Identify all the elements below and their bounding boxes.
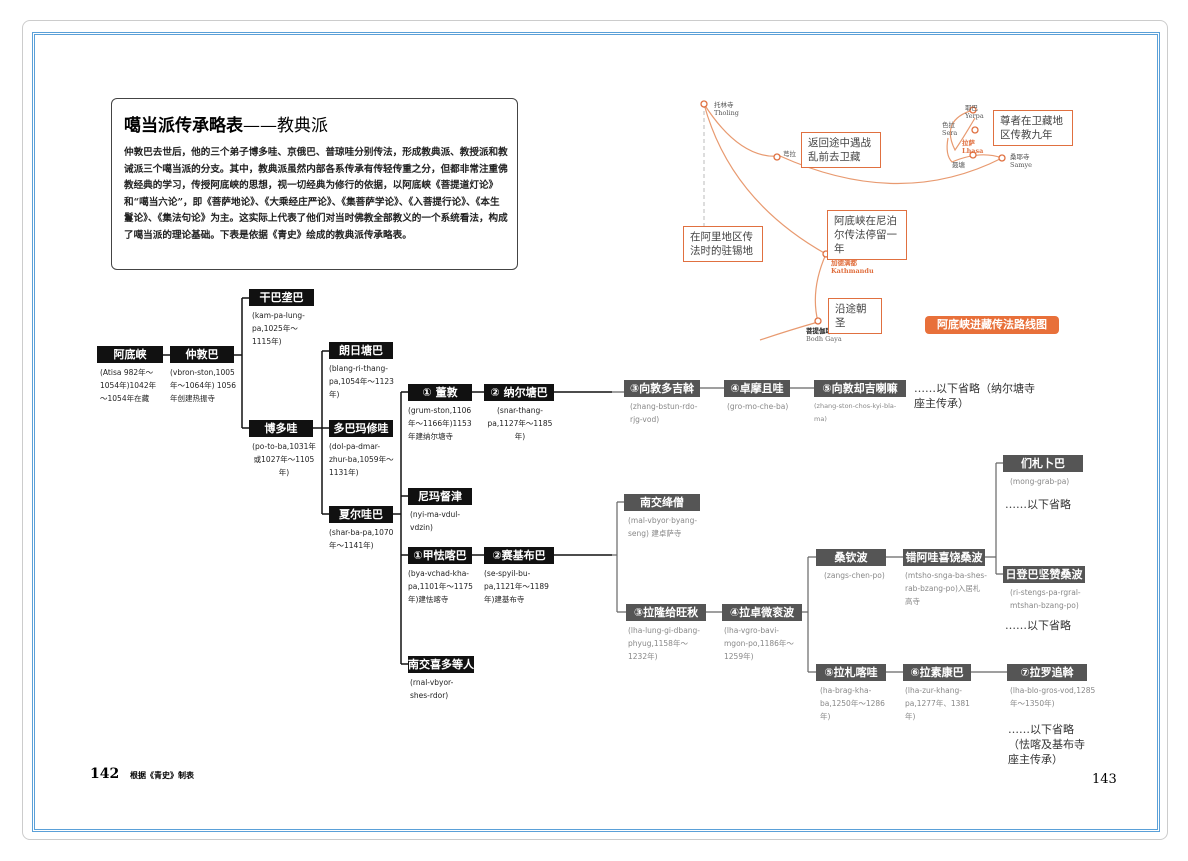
node-mongdrab: 们札卜巴 — [1003, 455, 1083, 472]
node-tshonga: 错阿哇喜饶桑波 — [903, 549, 985, 566]
page-frame — [22, 20, 1168, 840]
note-narthang: ……以下省略（纳尔塘寺座主传承） — [914, 382, 1035, 410]
page-number-left: 142 — [90, 766, 120, 782]
node-kampa: 干巴垄巴 — [249, 289, 314, 306]
node-langri: 朗日塘巴 — [329, 342, 393, 359]
node-sharwa: 夏尔哇巴 — [329, 506, 393, 523]
note-chekar: ……以下省略（怯喀及基布寺座主传承） — [1008, 723, 1085, 766]
note-omit-2: ……以下省略 — [1005, 619, 1071, 632]
node-zangchen: 桑钦波 — [816, 549, 886, 566]
node-lhagro: ④拉卓微衮波 — [722, 604, 802, 621]
info-dromton: (vbron-ston,1005年～1064年) 1056年创建热振寺 — [170, 368, 236, 403]
node-ritengpa: 日登巴坚赞桑波 — [1003, 566, 1085, 583]
node-chekawa: ①甲怯喀巴 — [408, 547, 472, 564]
info-lhazur: (lha-zur-khang-pa,1277年、1381年) — [905, 686, 970, 721]
place-kyerong: 芎拉 — [783, 150, 796, 158]
info-potoba: (po-to-ba,1031年或1027年～1105年) — [252, 442, 316, 477]
node-lhazur: ⑥拉素康巴 — [903, 664, 971, 681]
intro-title: 噶当派传承略表——教典派 — [124, 116, 328, 136]
info-narthang: (snar-thang-pa,1127年～1185年) — [487, 406, 553, 441]
intro-text: 仲敦巴去世后，他的三个弟子博多哇、京俄巴、普琼哇分别传法，形成教典派、教授派和教… — [124, 147, 508, 241]
map-note-ngari: 在阿里地区传法时的驻锡地 — [683, 226, 763, 262]
node-zhangdorje: ③向敦多吉斡 — [624, 380, 700, 397]
note-omit-1: ……以下省略 — [1005, 498, 1071, 511]
node-lhadrag: ⑤拉札喀哇 — [816, 664, 886, 681]
map-note-nepal: 阿底峡在尼泊尔传法停留一年 — [827, 210, 907, 260]
info-gromo: (gro-mo-che-ba) — [727, 402, 789, 411]
info-langri: (blang-ri-thang-pa,1054年～1123年) — [329, 364, 394, 399]
intro-box: 噶当派传承略表——教典派 仲敦巴去世后，他的三个弟子博多哇、京俄巴、普琼哇分别传… — [111, 98, 518, 270]
node-naljor: 南交喜多等人 — [408, 656, 474, 673]
info-grumston: (grum-ston,1106年～1166年)1153年建纳尔塘寺 — [408, 406, 472, 441]
info-chekawa: (bya-vchad-kha-pa,1101年～1175年)建怯喀寺 — [408, 569, 473, 604]
node-lhablo: ⑦拉罗追斡 — [1007, 664, 1087, 681]
info-lhagro: (lha-vgro-bavi-mgon-po,1186年～1259年) — [724, 626, 794, 661]
info-atisha: (Atisa 982年～1054年)1042年～1054年在藏 — [100, 368, 157, 403]
info-tshonga: (mtsho-snga-ba-shes-rab-bzang-po)入居札高寺 — [905, 571, 987, 606]
info-nyima: (nyi-ma-vdul-vdzin) — [410, 510, 461, 532]
info-dolpa: (dol-pa-dmar-zhur-ba,1059年～1131年) — [329, 442, 394, 477]
info-kampa: (kam-pa-lung-pa,1025年～1115年) — [252, 311, 305, 346]
info-mongdrab: (mong-grab-pa) — [1010, 477, 1070, 486]
info-zangchen: (zangs-chen-po) — [824, 571, 885, 580]
footer-source: 根据《青史》制表 — [130, 770, 194, 780]
map-title: 阿底峡进藏传法路线图 — [925, 316, 1059, 334]
node-naljorjang: 南交绛僧 — [624, 494, 700, 511]
info-sepyil: (se-spyil-bu-pa,1121年～1189年)建基布寺 — [484, 569, 549, 604]
info-lhadrag: (ha-brag-kha-ba,1250年～1286年) — [820, 686, 885, 721]
node-dolpa: 多巴玛修哇 — [329, 420, 393, 437]
node-gromo: ④卓摩且哇 — [724, 380, 790, 397]
page-border — [32, 32, 1160, 832]
info-lhablo: (lha-blo-gros-vod,1285年～1350年) — [1010, 686, 1096, 708]
node-potoba: 博多哇 — [249, 420, 313, 437]
node-dromton: 仲敦巴 — [170, 346, 234, 363]
info-naljor: (rnal-vbyor-shes-rdor) — [410, 678, 454, 700]
info-sharwa: (shar-ba-pa,1070年～1141年) — [329, 528, 394, 550]
page-number-right: 143 — [1092, 772, 1117, 787]
map-note-uzang: 尊者在卫藏地区传教九年 — [993, 110, 1073, 146]
node-zhangchos: ⑤向敦却吉喇嘛 — [814, 380, 906, 397]
info-ritengpa: (ri-stengs-pa-rgral-mtshan-bzang-po) — [1010, 588, 1081, 610]
node-narthang: ② 纳尔塘巴 — [484, 384, 554, 401]
info-zhangdorje: (zhang-bstun-rdo-rjg-vod) — [630, 402, 698, 424]
info-zhangchos: (zhang-ston-chos-kyi-bla-ma) — [814, 402, 897, 423]
node-lhalung: ③拉隆给旺秋 — [626, 604, 706, 621]
node-atisha: 阿底峡 — [97, 346, 163, 363]
map-note-pilgrim: 沿途朝圣 — [828, 298, 882, 334]
info-lhalung: (lha-lung-gi-dbang-phyug,1158年～1232年) — [628, 626, 701, 661]
node-sepyil: ②赛基布巴 — [484, 547, 554, 564]
node-grumston: ① 董敦 — [408, 384, 472, 401]
node-nyima: 尼玛督津 — [408, 488, 472, 505]
place-nyetang: 聂塘 — [952, 161, 965, 169]
info-naljorjang: (mal-vbyor·byang-seng) 建卓萨寺 — [628, 516, 698, 538]
map-note-return: 返回途中遇战乱前去卫藏 — [801, 132, 881, 168]
